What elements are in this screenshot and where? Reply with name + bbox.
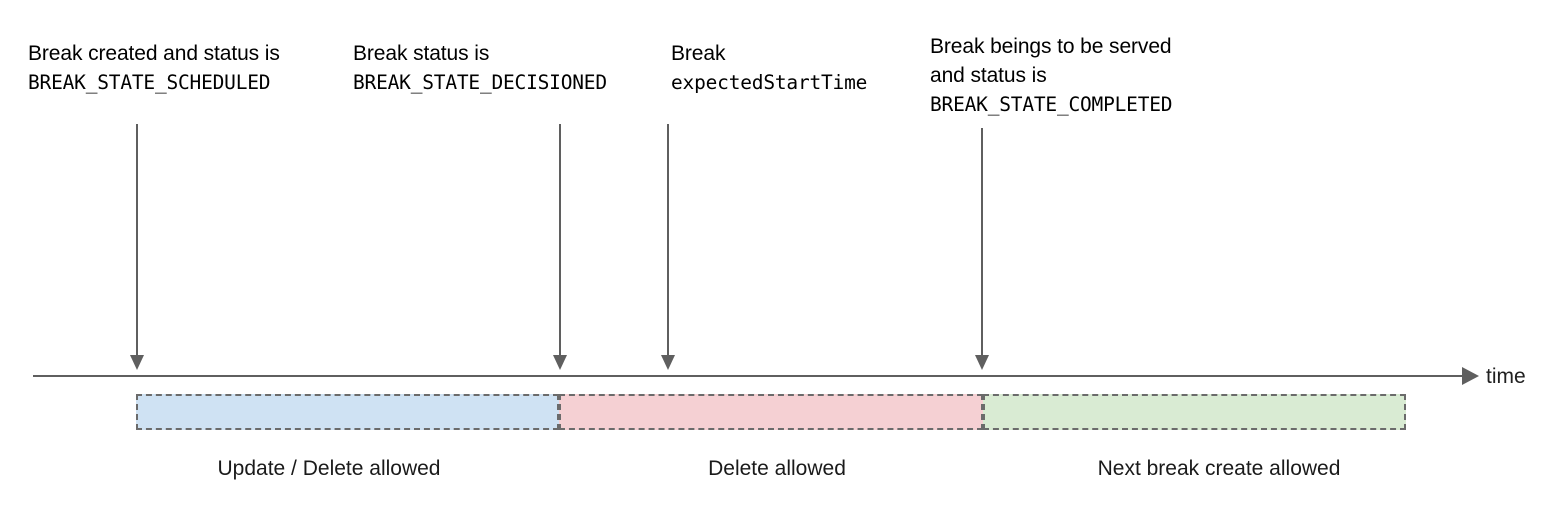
annotation-line: Break created and status is [28, 42, 280, 65]
arrow-shaft [136, 124, 138, 356]
phase-caption-delete-only: Delete allowed [708, 457, 846, 480]
arrow-shaft [981, 128, 983, 356]
phase-caption-next-break-create: Next break create allowed [1097, 457, 1341, 480]
arrow-shaft [559, 124, 561, 356]
marker-arrow-expected-start-time [660, 124, 676, 370]
arrow-head-right-icon [1462, 367, 1479, 385]
arrow-head-down-icon [975, 355, 989, 370]
annotation-expected-start-time: Break expectedStartTime [671, 39, 867, 97]
marker-arrow-decisioned [552, 124, 568, 370]
time-axis-line [33, 375, 1470, 378]
phase-bar-next-break-create [983, 394, 1406, 430]
annotation-scheduled: Break created and status is BREAK_STATE_… [28, 39, 280, 97]
arrow-head-down-icon [553, 355, 567, 370]
annotation-line-state: BREAK_STATE_DECISIONED [353, 71, 607, 94]
arrow-head-down-icon [130, 355, 144, 370]
annotation-line-state: BREAK_STATE_SCHEDULED [28, 71, 271, 94]
annotation-line: and status is [930, 64, 1047, 87]
annotation-decisioned: Break status is BREAK_STATE_DECISIONED [353, 39, 607, 97]
phase-bar-update-delete [136, 394, 559, 430]
phase-bar-delete-only [559, 394, 983, 430]
annotation-line: Break [671, 42, 726, 65]
annotation-line: Break status is [353, 42, 490, 65]
arrow-head-down-icon [661, 355, 675, 370]
annotation-line-state: BREAK_STATE_COMPLETED [930, 93, 1173, 116]
annotation-line-field: expectedStartTime [671, 71, 868, 94]
annotation-completed: Break beings to be served and status is … [930, 32, 1173, 119]
annotation-line: Break beings to be served [930, 35, 1172, 58]
marker-arrow-completed [974, 128, 990, 370]
marker-arrow-scheduled [129, 124, 145, 370]
time-axis-label: time [1486, 365, 1526, 388]
phase-caption-update-delete: Update / Delete allowed [217, 457, 441, 480]
arrow-shaft [667, 124, 669, 356]
